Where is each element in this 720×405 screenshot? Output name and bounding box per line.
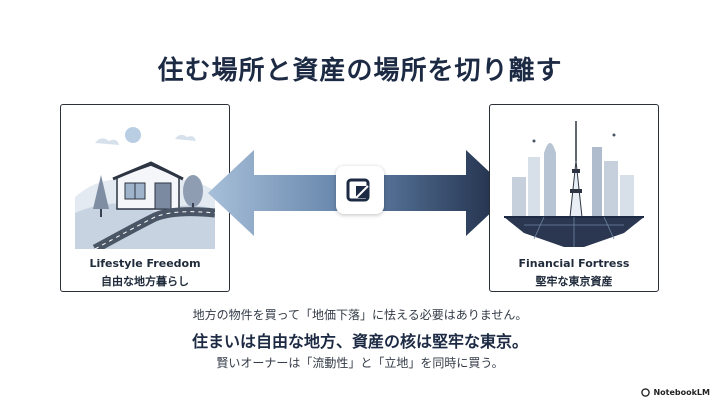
lifestyle-title: Lifestyle Freedom [89, 257, 201, 270]
notebooklm-small-icon [641, 388, 651, 397]
body-line-3: 賢いオーナーは「流動性」と「立地」を同時に買う。 [216, 356, 504, 370]
notebooklm-logo-icon [336, 166, 384, 214]
brand-label: NotebookLM [653, 388, 710, 397]
lifestyle-card: Lifestyle Freedom 自由な地方暮らし [60, 104, 230, 292]
financial-subtitle: 堅牢な東京資産 [535, 275, 613, 288]
notebooklm-branding: NotebookLM [641, 388, 710, 397]
slide-title: 住む場所と資産の場所を切り離す [157, 56, 563, 86]
tokyo-skyline-illustration [504, 121, 644, 247]
body-line-1: 地方の物件を買って「地価下落」に怯える必要はありません。 [192, 308, 528, 322]
financial-title: Financial Fortress [518, 257, 630, 270]
lifestyle-subtitle: 自由な地方暮らし [101, 275, 189, 288]
body-line-2-emphasis: 住まいは自由な地方、資産の核は堅牢な東京。 [191, 332, 528, 351]
financial-card: Financial Fortress 堅牢な東京資産 [489, 104, 659, 292]
countryside-house-illustration [75, 127, 215, 249]
